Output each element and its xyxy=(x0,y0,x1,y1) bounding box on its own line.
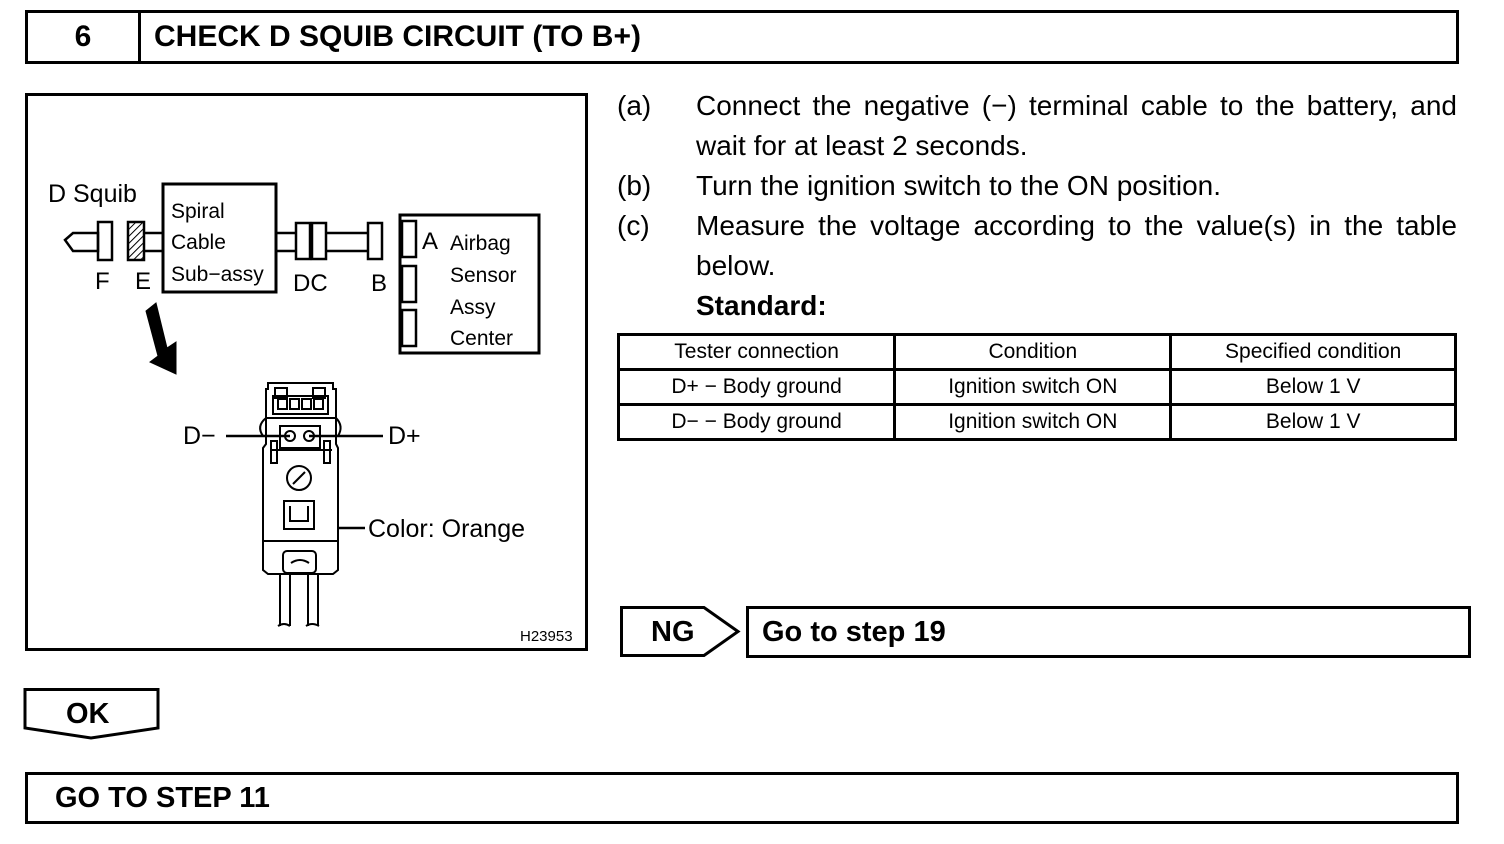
table-cell: Ignition switch ON xyxy=(893,368,1173,406)
spiral-label-3: Sub−assy xyxy=(171,263,264,286)
step-b: (b) Turn the ignition switch to the ON p… xyxy=(617,166,1457,206)
d-squib-label: D Squib xyxy=(48,180,137,208)
ok-action: GO TO STEP 11 xyxy=(25,772,1459,824)
step-a-label: (a) xyxy=(617,90,652,121)
table-cell: Below 1 V xyxy=(1169,368,1457,406)
sensor-label-4: Center xyxy=(450,327,513,350)
wiring-diagram: D Squib F E Spiral Cable Sub−assy DC B A… xyxy=(25,93,588,651)
standard-table: Tester connection Condition Specified co… xyxy=(616,333,1457,441)
table-row: D+ − Body ground Ignition switch ON Belo… xyxy=(616,368,1457,406)
connector-dc-label: DC xyxy=(293,270,328,297)
connector-f-plug xyxy=(63,231,100,253)
ok-label: OK xyxy=(66,698,110,730)
figure-id: H23953 xyxy=(520,628,573,645)
table-cell: D− − Body ground xyxy=(616,403,897,441)
connector-e-label: E xyxy=(135,268,151,295)
d-plus-label: D+ xyxy=(388,422,421,450)
ok-result-arrow: OK xyxy=(22,688,162,747)
connector-b-label: B xyxy=(371,270,387,297)
ng-arrow-shape: NG xyxy=(620,606,741,657)
step-c-label: (c) xyxy=(617,210,650,241)
table-cell: D+ − Body ground xyxy=(616,368,897,406)
ok-action-text: GO TO STEP 11 xyxy=(55,782,270,814)
sensor-label-2: Sensor xyxy=(450,264,517,287)
step-number: 6 xyxy=(28,13,141,61)
column-header: Condition xyxy=(893,333,1173,371)
arrow-down-icon xyxy=(145,302,177,375)
sensor-label-3: Assy xyxy=(450,296,496,319)
airbag-sensor-box xyxy=(398,213,541,355)
step-title: CHECK D SQUIB CIRCUIT (TO B+) xyxy=(154,20,641,53)
ok-arrow-shape: OK xyxy=(23,688,160,740)
standard-label: Standard: xyxy=(696,290,827,321)
connector-c xyxy=(310,221,328,261)
column-header: Tester connection xyxy=(616,333,897,371)
connector-b xyxy=(366,221,384,261)
step-c-text: Measure the voltage according to the val… xyxy=(696,210,1457,281)
ng-action: Go to step 19 xyxy=(746,606,1471,658)
diagram-drawing: D Squib F E Spiral Cable Sub−assy DC B A… xyxy=(48,180,573,645)
ng-label: NG xyxy=(651,616,695,648)
table-cell: Ignition switch ON xyxy=(893,403,1173,441)
table-header-row: Tester connection Condition Specified co… xyxy=(616,333,1457,371)
step-header: 6 CHECK D SQUIB CIRCUIT (TO B+) xyxy=(25,10,1459,64)
connector-f-label: F xyxy=(95,268,110,295)
sensor-label-1: Airbag xyxy=(450,232,511,255)
connector-f xyxy=(96,220,114,262)
step-a: (a) Connect the negative (−) terminal ca… xyxy=(617,86,1457,166)
step-b-label: (b) xyxy=(617,170,652,201)
spiral-label-1: Spiral xyxy=(171,200,225,223)
step-a-text: Connect the negative (−) terminal cable … xyxy=(696,90,1457,161)
d-minus-label: D− xyxy=(183,422,216,450)
step-b-text: Turn the ignition switch to the ON posit… xyxy=(696,170,1221,201)
connector-d xyxy=(294,221,312,261)
sensor-connector-a xyxy=(400,219,418,259)
connector-a-label: A xyxy=(422,228,438,255)
color-note: Color: Orange xyxy=(368,515,525,543)
column-header: Specified condition xyxy=(1169,333,1457,371)
ng-result-arrow: NG xyxy=(620,606,742,663)
squib-connector-detail xyxy=(259,382,342,627)
spiral-cable-box xyxy=(161,182,278,294)
instruction-steps: (a) Connect the negative (−) terminal ca… xyxy=(617,86,1457,326)
table-row: D− − Body ground Ignition switch ON Belo… xyxy=(616,403,1457,441)
spiral-label-2: Cable xyxy=(171,231,226,254)
step-c: (c) Measure the voltage according to the… xyxy=(617,206,1457,286)
connector-e xyxy=(126,220,146,262)
table-cell: Below 1 V xyxy=(1169,403,1457,441)
